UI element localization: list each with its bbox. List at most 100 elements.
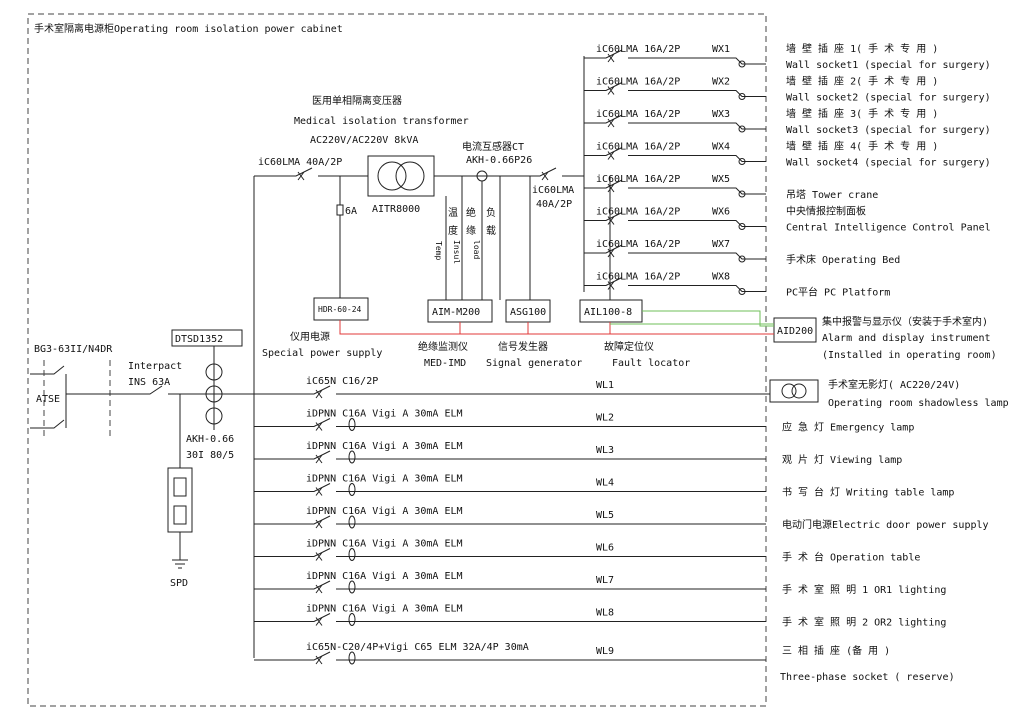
wx-id: WX6 [712, 207, 730, 218]
sig-en: Signal generator [486, 358, 582, 369]
load-en: load [472, 240, 481, 259]
main-breaker-line [254, 167, 368, 177]
wl-id: WL7 [596, 575, 614, 586]
wx-load-en: Central Intelligence Control Panel [786, 223, 991, 234]
rcd-icon [348, 580, 356, 594]
wx-line [584, 212, 766, 227]
load-cn-1: 负 [486, 206, 496, 219]
wl-id: WL2 [596, 413, 614, 424]
lamp-coil-2 [791, 383, 807, 399]
wx-id: WX4 [712, 142, 730, 153]
socket-icon [738, 93, 746, 100]
ct-model: AKH-0.66P26 [466, 155, 532, 166]
wl-breaker-label: iC65N-C20/4P+Vigi C65 ELM 32A/4P 30mA [306, 642, 529, 653]
wl-load: 三 相 插 座 (备 用 ) [782, 644, 890, 657]
alarm-cn: 集中报警与显示仪（安装于手术室内) [822, 315, 988, 328]
aid-label: AID200 [777, 326, 813, 337]
wx-breaker-cross [607, 281, 615, 290]
wl-breaker-label: iDPNN C16A Vigi A 30mA ELM [306, 539, 463, 550]
wx-branch: iC60LMA 16A/2P WX6 中央情报控制面板 Central Intelli… [584, 205, 991, 234]
wl-breaker-cross [315, 617, 323, 626]
wx-breaker-label: iC60LMA 16A/2P [596, 272, 680, 283]
insul-cn-1: 绝 [466, 206, 476, 219]
aid-box [773, 317, 817, 343]
interpact-label: Interpact [128, 361, 182, 372]
wx-breaker-label: iC60LMA 16A/2P [596, 207, 680, 218]
socket-icon [738, 255, 746, 263]
secondary-breaker-line1: iC60LMA [532, 185, 574, 196]
rcd-icon [348, 418, 356, 431]
wl-load: 观 片 灯 Viewing lamp [782, 453, 902, 466]
socket-icon [738, 190, 746, 198]
wx-line [584, 179, 766, 195]
asg-label: ASG100 [510, 307, 546, 318]
atse-frame [43, 360, 111, 440]
temp-en: Temp [434, 241, 443, 260]
wx-load-cn: 墙 壁 插 座 3( 手 术 专 用 ) [786, 107, 938, 120]
lamp-coil-1 [781, 383, 797, 399]
monitor-leads [445, 176, 501, 300]
rcd-icon [348, 613, 356, 626]
cabinet-title: 手术室隔离电源柜Operating room isolation power c… [34, 22, 343, 35]
wx-breaker-label: iC60LMA 16A/2P [596, 77, 680, 88]
wl-breaker-cross [315, 552, 323, 561]
wl-breaker-label: iDPNN C16A Vigi A 30mA ELM [306, 571, 463, 582]
wl-id: WL8 [596, 608, 614, 619]
wx-load-cn: 中央情报控制面板 [786, 205, 866, 218]
hdr-box [313, 297, 369, 321]
wl-load-2: Operating room shadowless lamp [828, 398, 1009, 409]
wl-id: WL3 [596, 445, 614, 456]
wl-breaker-label: iDPNN C16A Vigi A 30mA ELM [306, 441, 463, 452]
transformer-name-cn: 医用单相隔离变压器 [312, 94, 402, 107]
wx-load-cn: 墙 壁 插 座 1( 手 术 专 用 ) [786, 42, 938, 55]
alarm-note: (Installed in operating room) [822, 350, 997, 361]
transformer-model: AITR8000 [372, 204, 420, 215]
wl-line [254, 651, 766, 661]
insul-en: Insul [452, 240, 461, 264]
wx-id: WX8 [712, 272, 730, 283]
ratio-label: 30I 80/5 [186, 450, 234, 461]
socket-icon [738, 158, 746, 165]
bg-label: BG3-63II/N4DR [34, 344, 113, 355]
wl-load: 手 术 台 Operation table [782, 551, 920, 564]
wx-load-en: Wall socket2 (special for surgery) [786, 93, 991, 104]
socket-icon [738, 223, 746, 230]
ground-icon [172, 532, 188, 569]
wl-load: 手 术 室 照 明 2 OR2 lighting [782, 616, 946, 629]
wx-load-cn: 手术床 Operating Bed [786, 253, 900, 266]
wl-line [254, 483, 766, 492]
wl-line [254, 548, 766, 557]
wx-breaker-cross [607, 151, 615, 160]
wl-load: 手术室无影灯( AC220/24V) [828, 378, 960, 391]
wl-breaker-label: iDPNN C16A Vigi A 30mA ELM [306, 409, 463, 420]
fuse-label: 6A [345, 206, 357, 217]
insul-cn-2: 缘 [466, 224, 476, 237]
wx-breaker-cross [607, 248, 615, 258]
wx-breaker-cross [607, 86, 615, 95]
transformer-name-en: Medical isolation transformer [294, 116, 469, 127]
rcd-icon [348, 515, 356, 529]
wx-id: WX1 [712, 44, 730, 55]
temp-cn-1: 温 [448, 207, 458, 219]
wx-branches: iC60LMA 16A/2P WX1 墙 壁 插 座 1( 手 术 专 用 ) Wal… [584, 42, 991, 299]
rcd-icon [348, 651, 356, 665]
wx-breaker-cross [607, 183, 615, 193]
special-en: Special power supply [262, 348, 382, 359]
wl-breaker-cross [315, 655, 323, 665]
wl-id: WL4 [596, 478, 614, 489]
wl-breaker-cross [315, 389, 323, 399]
wl-load: 应 急 灯 Emergency lamp [782, 421, 914, 434]
rcd-icon [348, 483, 356, 496]
main-breaker-label: iC60LMA 40A/2P [258, 157, 342, 168]
load-cn-2: 载 [486, 225, 496, 237]
wl-breaker-label: iDPNN C16A Vigi A 30mA ELM [306, 506, 463, 517]
socket-icon [738, 60, 746, 68]
